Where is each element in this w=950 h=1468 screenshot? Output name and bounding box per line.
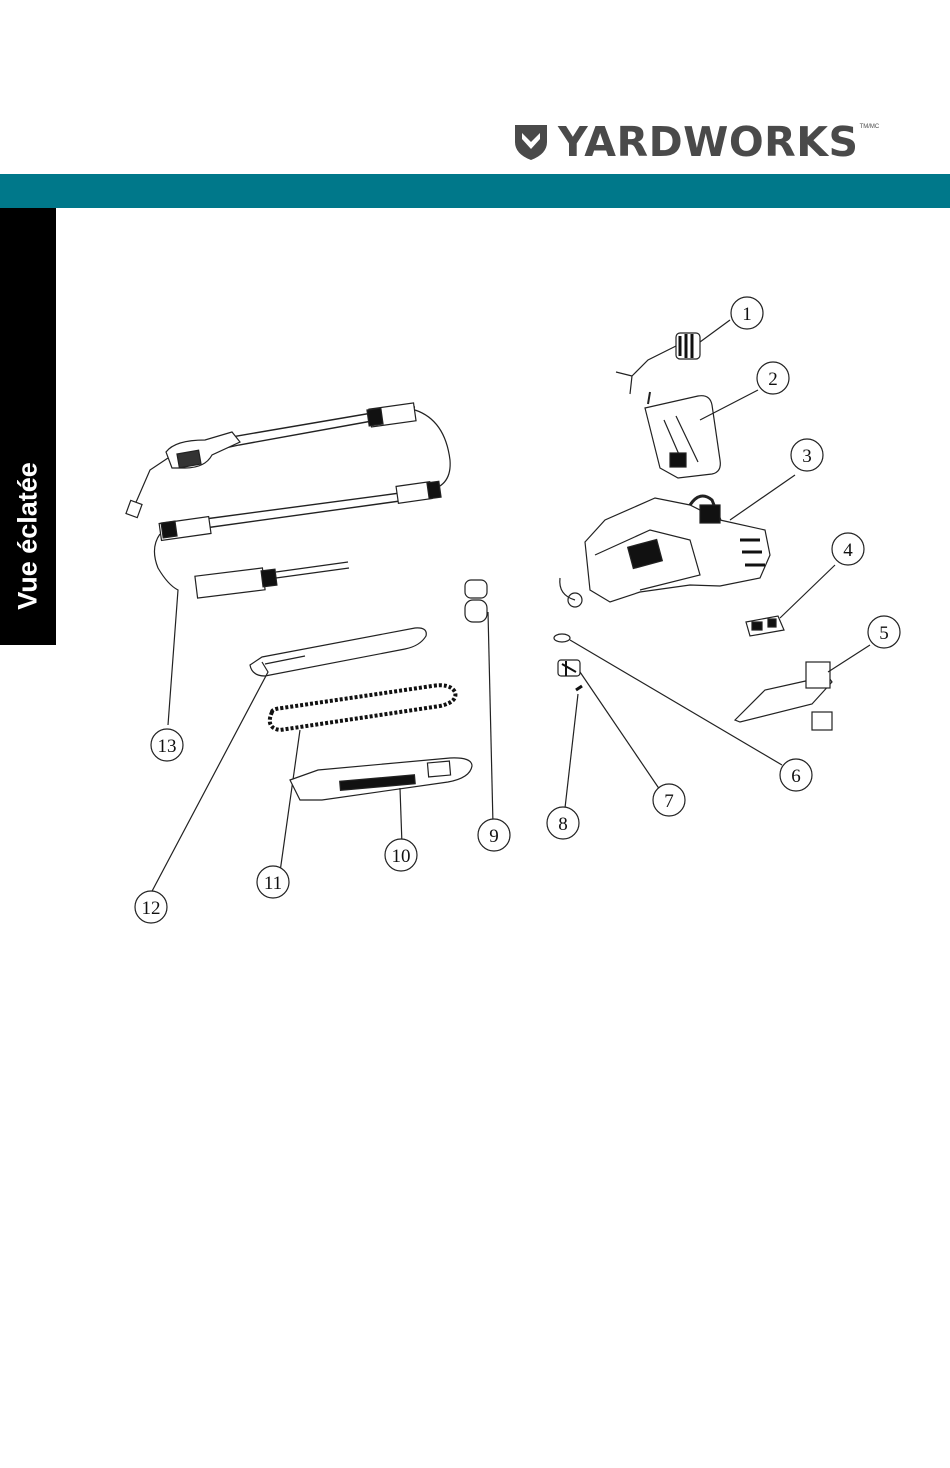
callout-number: 3	[802, 446, 812, 467]
callout-10: 10	[385, 839, 417, 871]
callout-number: 9	[489, 826, 499, 847]
callout-number: 10	[392, 846, 411, 867]
callout-7: 7	[653, 784, 685, 816]
callout-9: 9	[478, 819, 510, 851]
callout-number: 4	[843, 540, 853, 561]
pole-clip	[465, 580, 493, 825]
callout-8: 8	[547, 807, 579, 839]
callout-number: 8	[558, 814, 568, 835]
sprocket	[558, 660, 660, 790]
motor-housing	[560, 475, 795, 607]
callout-11: 11	[257, 866, 289, 898]
callout-number: 13	[158, 736, 177, 757]
callout-6: 6	[780, 759, 812, 791]
side-cover	[645, 390, 758, 478]
callout-2: 2	[757, 362, 789, 394]
callout-12: 12	[135, 891, 167, 923]
callout-number: 2	[768, 369, 778, 390]
sprocket-cover	[735, 645, 870, 730]
callout-1: 1	[731, 297, 763, 329]
callout-number: 1	[742, 304, 752, 325]
callout-number: 6	[791, 766, 801, 787]
callout-number: 11	[264, 873, 282, 894]
callout-4: 4	[832, 533, 864, 565]
callout-number: 5	[879, 623, 889, 644]
washer	[554, 634, 782, 765]
pole-assembly	[126, 403, 450, 725]
callout-5: 5	[868, 616, 900, 648]
callout-number: 7	[664, 791, 674, 812]
callout-13: 13	[151, 729, 183, 761]
oil-cap	[616, 320, 730, 394]
pin	[565, 686, 582, 808]
callout-number: 12	[142, 898, 161, 919]
callout-3: 3	[791, 439, 823, 471]
bar-scabbard	[290, 758, 472, 845]
